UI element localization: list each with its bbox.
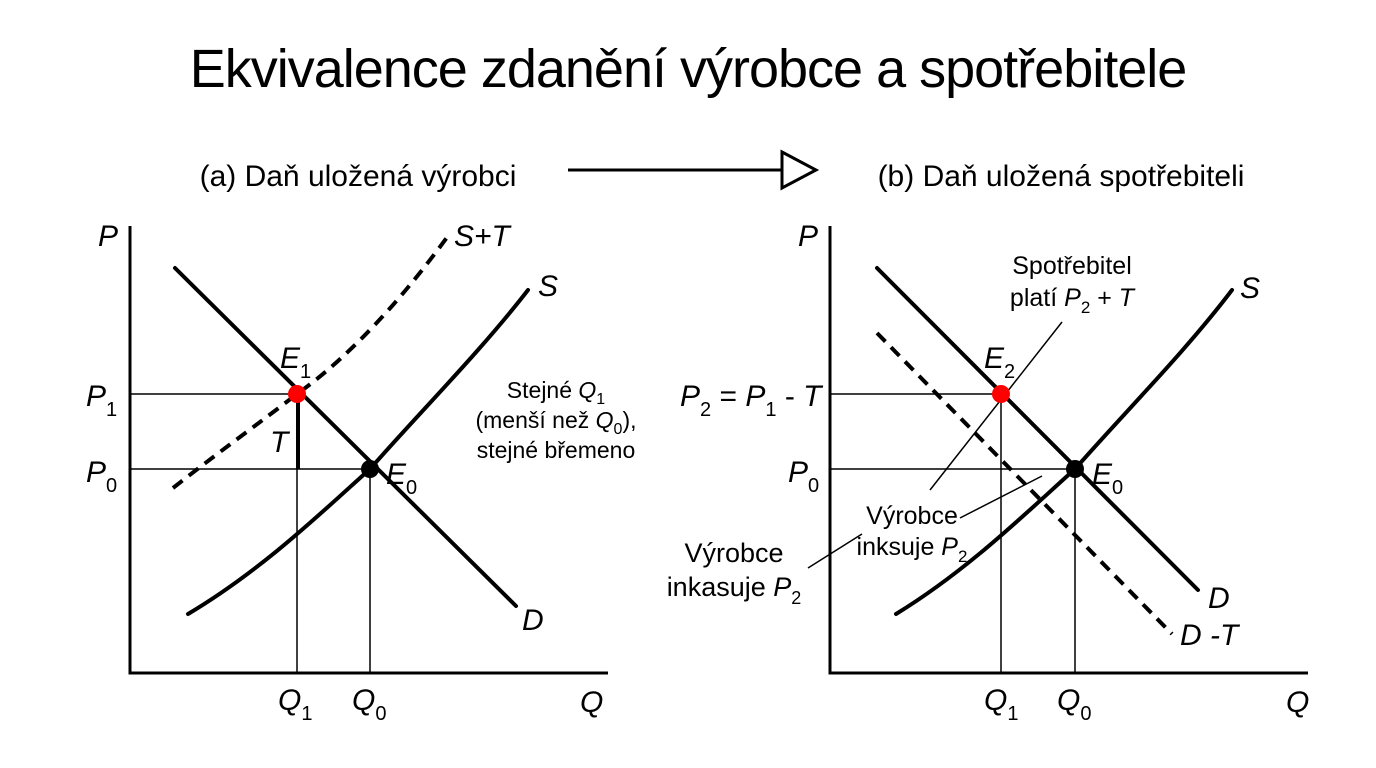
panel-a-p1-label: P1	[86, 380, 117, 421]
panel-b-producer-outer-leader	[807, 533, 863, 569]
panel-a-e0-label: E0	[386, 458, 417, 499]
panel-b-e2-label: E2	[984, 342, 1015, 383]
panel-b-producer-outer-callout: Výrobce inkasuje P2	[667, 538, 802, 608]
panel-a-caption: (a) Daň uložená výrobci	[200, 160, 517, 193]
panel-b-p0-label: P0	[788, 456, 819, 497]
panel-b-demand-curve	[875, 266, 1200, 592]
panel-a-q0-label: Q0	[352, 684, 386, 725]
panel-b-demand-tax-label: D -T	[1180, 619, 1241, 652]
panel-b-producer-inner-callout: Výrobce inksuje P2	[857, 502, 968, 566]
svg-text:stejné břemeno: stejné břemeno	[477, 437, 636, 463]
panel-a-demand-label: D	[522, 604, 544, 637]
page-title: Ekvivalence zdanění výrobce a spotřebite…	[189, 39, 1188, 99]
panel-a-p0-label: P0	[86, 456, 117, 497]
panel-a: P Q S+T S D E1 E0 T P1 P0 Q1 Q0 Stejné Q…	[86, 220, 637, 725]
panel-a-t-label: T	[270, 426, 291, 459]
panel-b-producer-inner-leader	[959, 475, 1043, 519]
panel-b-q1-label: Q1	[984, 684, 1018, 725]
panel-b-consumer-callout: Spotřebitel platí P2 + T	[1010, 252, 1136, 317]
panel-a-y-axis-label: P	[98, 220, 118, 253]
panel-a-x-axis-label: Q	[580, 686, 603, 719]
panel-b-equilibrium-e0	[1066, 460, 1084, 478]
panel-a-equilibrium-e1	[288, 385, 306, 403]
panel-b-caption: (b) Daň uložená spotřebiteli	[878, 160, 1245, 193]
panel-b-consumer-leader	[929, 321, 1063, 491]
svg-text:Výrobce: Výrobce	[866, 502, 958, 530]
panel-b-q0-label: Q0	[1057, 684, 1091, 725]
svg-text:inksuje P2: inksuje P2	[857, 533, 968, 566]
panel-b: P Q S D D -T E2 E0 P2 = P1 - T P0 Q1 Q0 …	[667, 220, 1310, 725]
panel-b-demand-minus-tax-curve	[875, 331, 1174, 636]
panel-a-supply-tax-label: S+T	[454, 220, 513, 253]
panel-b-p2-label: P2 = P1 - T	[680, 380, 824, 421]
svg-text:(menší než Q0),: (menší než Q0),	[475, 407, 636, 438]
panel-a-annotation: Stejné Q1 (menší než Q0), stejné břemeno	[475, 377, 636, 463]
svg-text:Stejné Q1: Stejné Q1	[507, 377, 606, 408]
panel-a-supply-label: S	[538, 270, 558, 303]
svg-text:inkasuje P2: inkasuje P2	[667, 572, 802, 608]
svg-text:Spotřebitel: Spotřebitel	[1012, 252, 1132, 280]
svg-text:Výrobce: Výrobce	[684, 538, 783, 568]
panel-b-supply-label: S	[1240, 272, 1260, 305]
panel-b-axes	[828, 226, 1308, 675]
transition-arrow-icon	[568, 149, 820, 191]
panel-b-demand-label: D	[1208, 582, 1230, 615]
panel-b-x-axis-label: Q	[1286, 686, 1309, 719]
panel-a-e1-label: E1	[280, 342, 311, 383]
panel-a-demand-curve	[173, 266, 518, 608]
panel-b-e0-label: E0	[1092, 458, 1123, 499]
panel-a-axes	[128, 226, 608, 675]
svg-text:platí P2 + T: platí P2 + T	[1010, 284, 1136, 317]
panel-a-q1-label: Q1	[278, 684, 312, 725]
panel-a-equilibrium-e0	[361, 460, 379, 478]
panel-a-supply-plus-tax-curve	[171, 234, 450, 490]
panel-b-y-axis-label: P	[798, 220, 818, 253]
panel-b-equilibrium-e2	[992, 385, 1010, 403]
